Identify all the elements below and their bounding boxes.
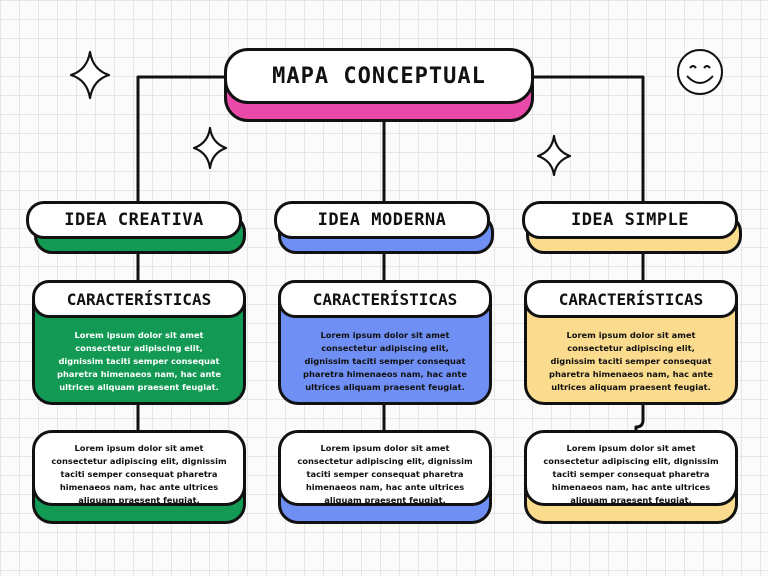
characteristics-heading: CARACTERÍSTICAS <box>312 289 458 309</box>
idea-label: IDEA CREATIVA <box>64 210 204 230</box>
characteristics-text: Lorem ipsum dolor sit amet consectetur a… <box>303 330 467 392</box>
idea-pill-simple: IDEA SIMPLE <box>522 201 738 239</box>
idea-pill-moderna: IDEA MODERNA <box>274 201 490 239</box>
idea-label: IDEA SIMPLE <box>570 210 690 230</box>
sparkle-icon <box>192 126 228 170</box>
sparkle-icon <box>536 134 572 177</box>
idea-label: IDEA MODERNA <box>317 210 447 230</box>
characteristics-heading-box: CARACTERÍSTICAS <box>278 280 492 318</box>
detail-card-green: Lorem ipsum dolor sit amet consectetur a… <box>32 430 246 506</box>
characteristics-heading-box: CARACTERÍSTICAS <box>32 280 246 318</box>
characteristics-text: Lorem ipsum dolor sit amet consectetur a… <box>57 330 221 392</box>
detail-text: Lorem ipsum dolor sit amet consectetur a… <box>297 443 473 505</box>
detail-text: Lorem ipsum dolor sit amet consectetur a… <box>543 443 719 505</box>
page-title: MAPA CONCEPTUAL <box>272 63 486 89</box>
sparkle-icon <box>69 50 111 100</box>
smiley-icon <box>677 49 723 95</box>
idea-pill-creativa: IDEA CREATIVA <box>26 201 242 239</box>
characteristics-heading: CARACTERÍSTICAS <box>66 289 212 309</box>
title-box: MAPA CONCEPTUAL <box>224 48 534 104</box>
connector-left <box>136 75 226 210</box>
connector-yellow-2 <box>634 401 645 434</box>
detail-card-yellow: Lorem ipsum dolor sit amet consectetur a… <box>524 430 738 506</box>
connector-right <box>532 75 645 210</box>
characteristics-heading: CARACTERÍSTICAS <box>558 289 704 309</box>
detail-card-blue: Lorem ipsum dolor sit amet consectetur a… <box>278 430 492 506</box>
characteristics-text: Lorem ipsum dolor sit amet consectetur a… <box>549 330 713 392</box>
characteristics-heading-box: CARACTERÍSTICAS <box>524 280 738 318</box>
detail-text: Lorem ipsum dolor sit amet consectetur a… <box>51 443 227 505</box>
